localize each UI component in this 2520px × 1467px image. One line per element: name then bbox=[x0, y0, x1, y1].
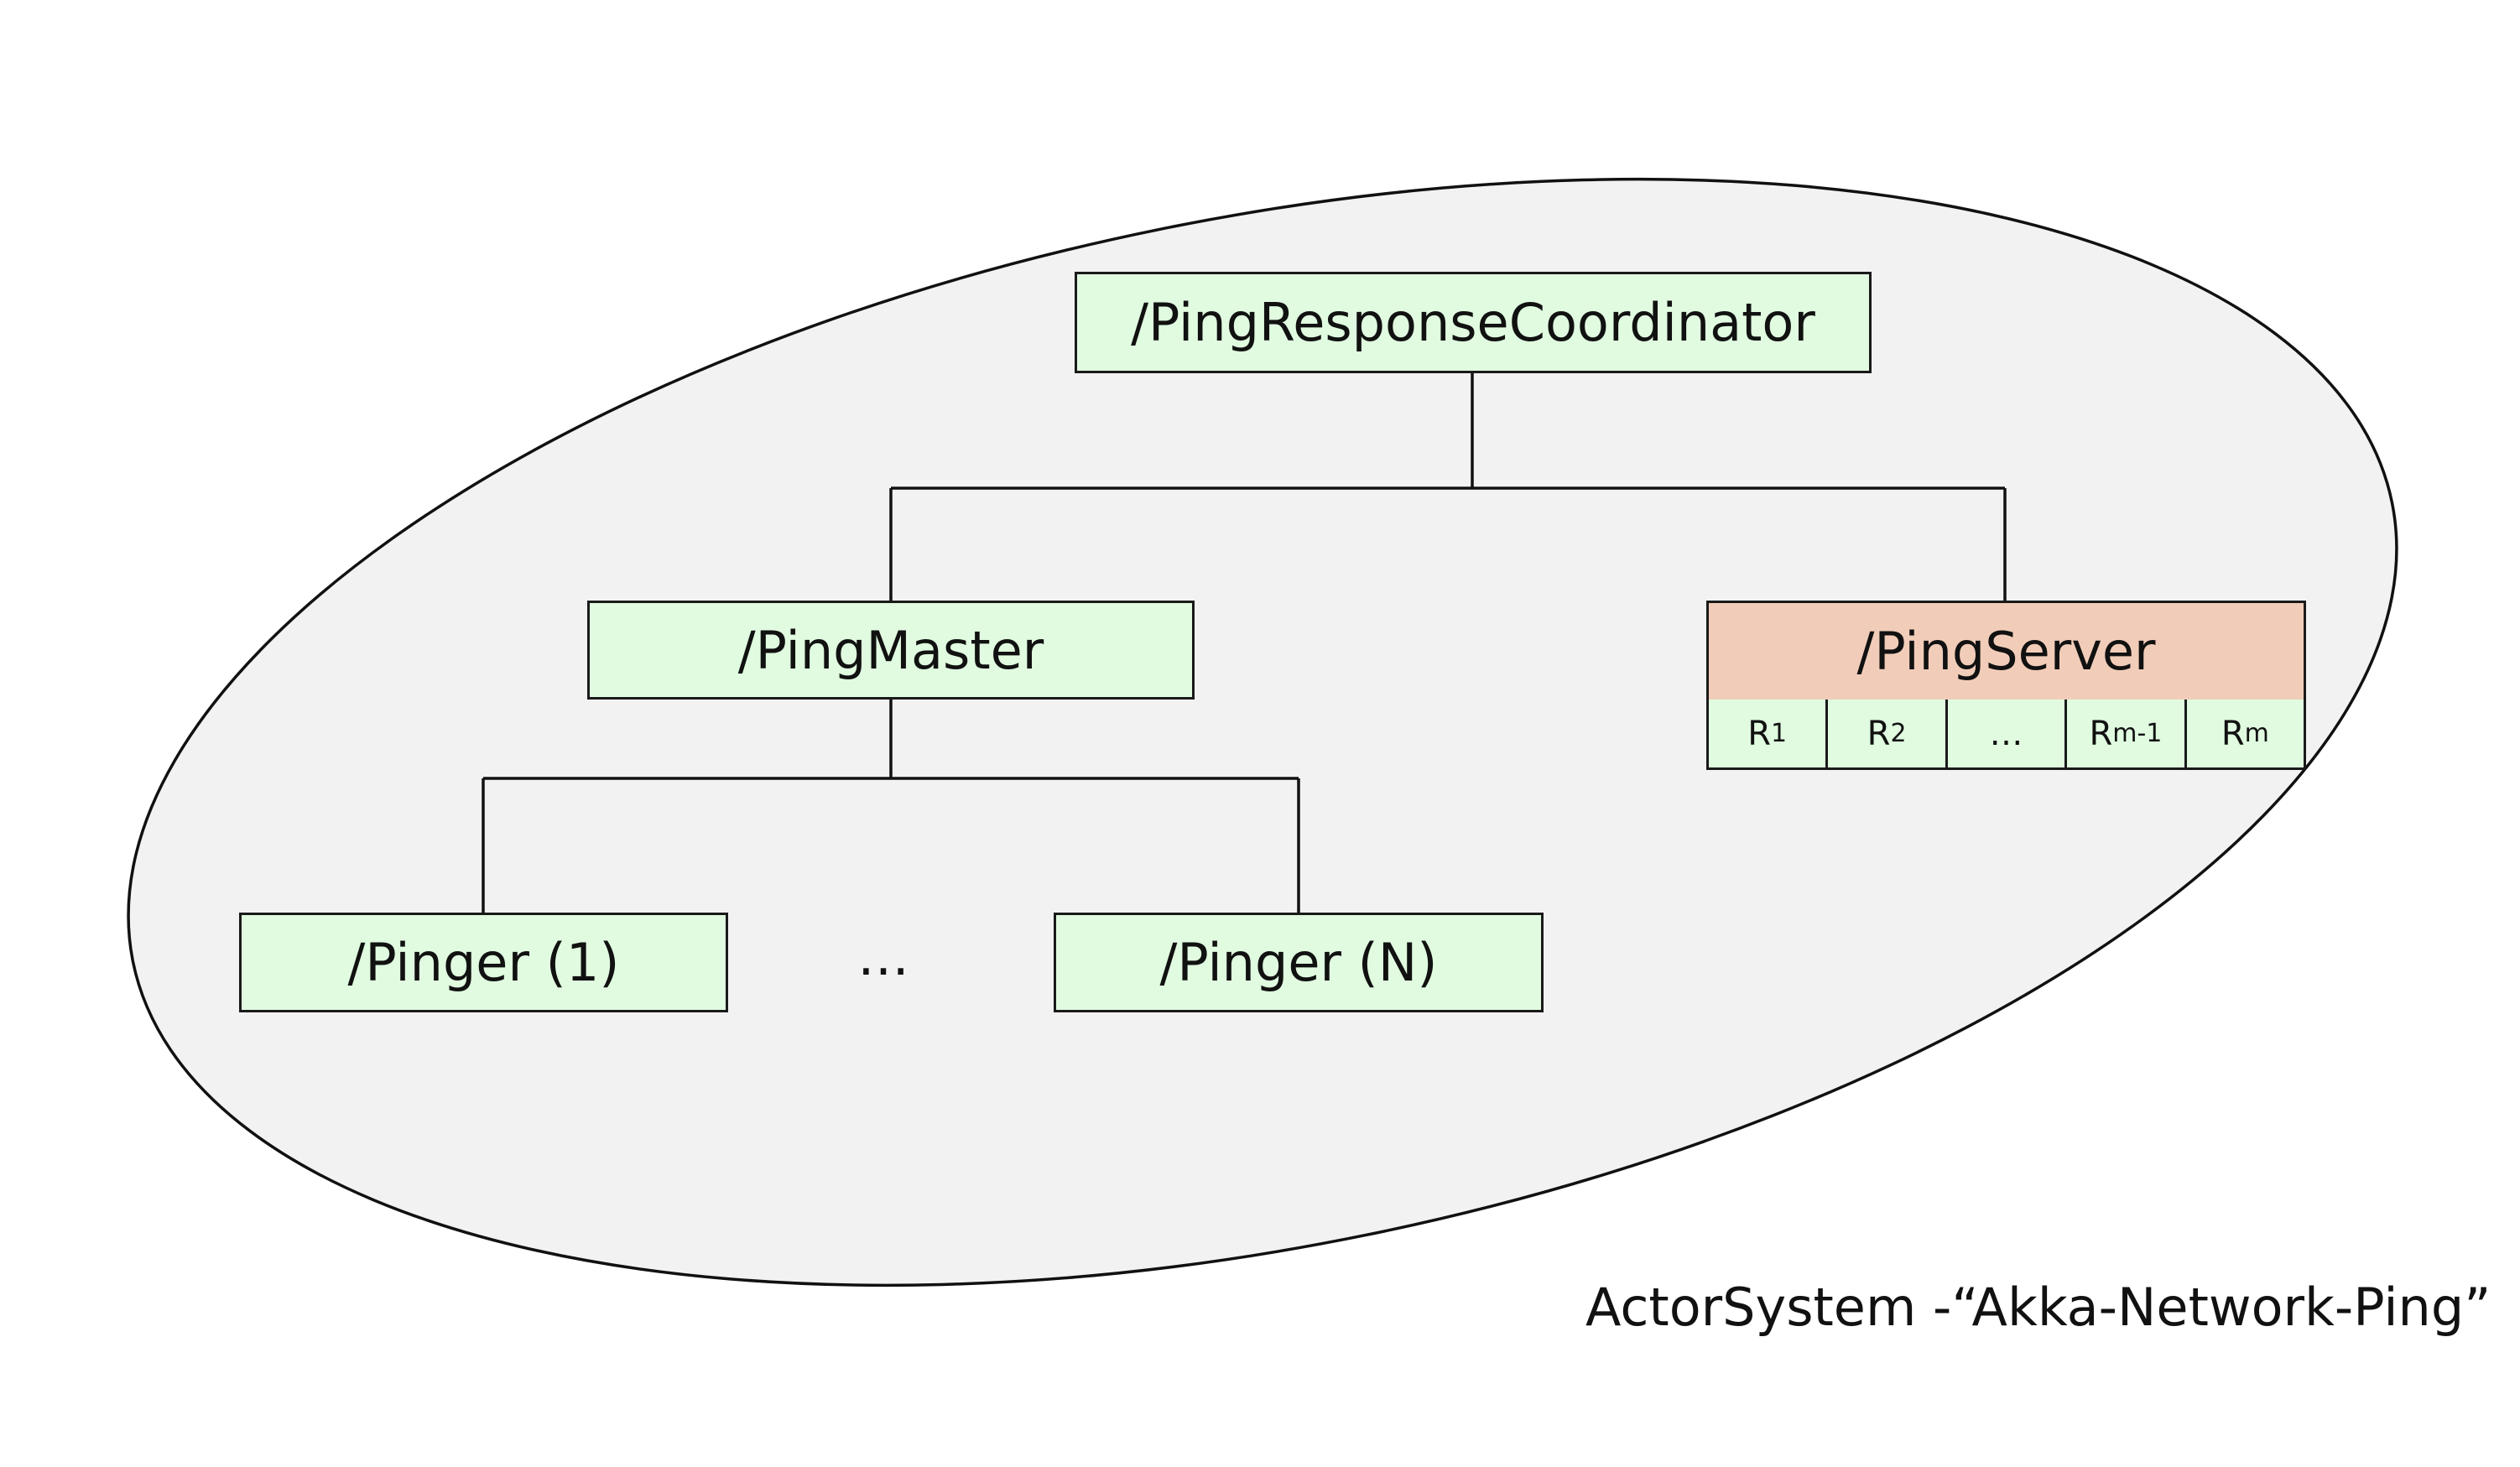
node-label: /PingServer bbox=[1856, 621, 2156, 682]
ping-response-coordinator-node: /PingResponseCoordinator bbox=[1075, 272, 1872, 373]
ping-server-node: /PingServer bbox=[1706, 601, 2306, 702]
node-label: /PingMaster bbox=[737, 619, 1044, 681]
ping-master-node: /PingMaster bbox=[587, 601, 1195, 700]
pinger-n-node: /Pinger (N) bbox=[1054, 913, 1544, 1012]
replica-sub: m bbox=[2244, 719, 2269, 748]
replica-sub: 1 bbox=[1771, 719, 1788, 748]
replica-base: R bbox=[2089, 714, 2113, 753]
actor-system-caption: ActorSystem -“Akka-Network-Ping” bbox=[1585, 1277, 2491, 1338]
replica-cell: … bbox=[1945, 700, 2064, 767]
node-label: /Pinger (N) bbox=[1159, 932, 1438, 993]
pinger-1-node: /Pinger (1) bbox=[239, 913, 728, 1012]
replica-base: … bbox=[1989, 714, 2023, 753]
replica-base: R bbox=[1747, 714, 1772, 753]
node-label: /PingResponseCoordinator bbox=[1131, 292, 1815, 353]
node-label: /Pinger (1) bbox=[347, 932, 620, 993]
pinger-ellipsis: … bbox=[857, 926, 909, 987]
replica-sub: 2 bbox=[1890, 719, 1907, 748]
hierarchy-connectors bbox=[482, 373, 2007, 913]
replica-base: R bbox=[2221, 714, 2245, 753]
replica-sub: m-1 bbox=[2112, 719, 2163, 748]
replica-base: R bbox=[1867, 714, 1891, 753]
